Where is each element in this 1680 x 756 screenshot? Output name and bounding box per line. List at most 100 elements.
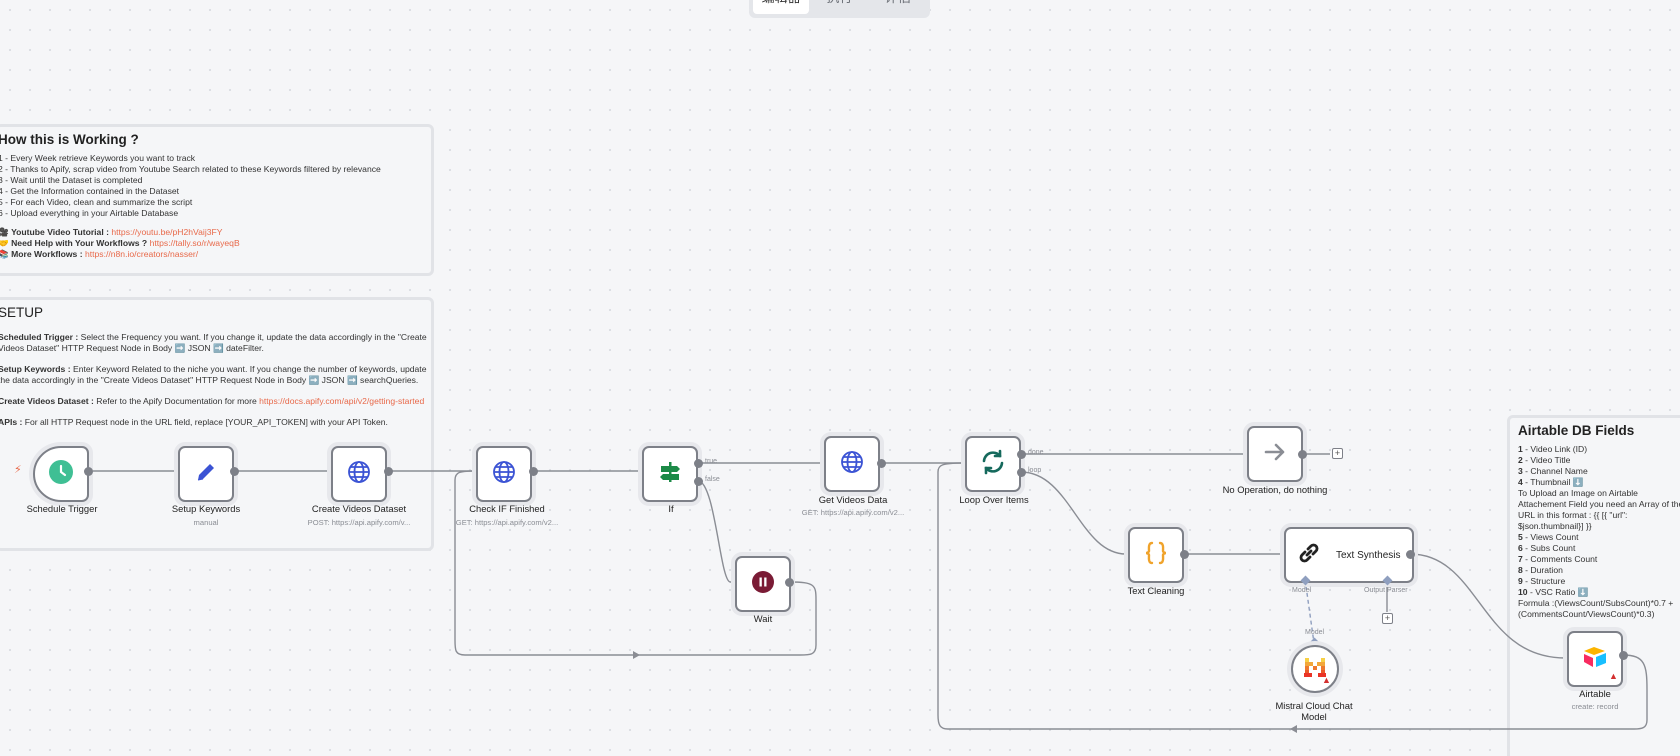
- node-label: Setup Keywords: [171, 503, 241, 514]
- trigger-bolt-icon: ⚡: [14, 464, 22, 476]
- chain-link-icon: [1296, 540, 1322, 571]
- node-subtitle: GET: https://api.apify.com/v2...: [801, 508, 905, 517]
- output-port-loop[interactable]: [1017, 468, 1026, 477]
- node-label: Wait: [753, 613, 773, 624]
- node-text-synthesis[interactable]: Text Synthesis: [1284, 527, 1414, 583]
- setup-trigger-para: Scheduled Trigger : Select the Frequency…: [0, 332, 427, 353]
- signpost-icon: [657, 459, 683, 490]
- node-setup-keywords[interactable]: [178, 446, 234, 502]
- note-title: How this is Working ?: [0, 132, 139, 147]
- node-get-videos-data[interactable]: [824, 436, 880, 492]
- add-parser-plus-icon[interactable]: +: [1382, 613, 1393, 624]
- output-port[interactable]: [1619, 651, 1628, 660]
- input-port[interactable]: [1280, 548, 1285, 560]
- node-title: Text Synthesis: [1336, 549, 1401, 561]
- input-port[interactable]: [327, 465, 332, 477]
- output-port[interactable]: [84, 467, 93, 476]
- output-port[interactable]: [1298, 450, 1307, 459]
- mistral-icon: [1304, 657, 1326, 682]
- add-node-plus-icon[interactable]: +: [1332, 448, 1343, 459]
- output-port[interactable]: [230, 467, 239, 476]
- node-subtitle: GET: https://api.apify.com/v2...: [455, 518, 559, 527]
- output-port-done[interactable]: [1017, 450, 1026, 459]
- node-subtitle: POST: https://api.apify.com/v...: [307, 518, 411, 527]
- node-loop-over-items[interactable]: [965, 436, 1021, 492]
- note-title: Airtable DB Fields: [1518, 423, 1635, 438]
- note-line: 1 - Every Week retrieve Keywords you wan…: [0, 153, 196, 163]
- connection: [697, 480, 733, 583]
- node-wait[interactable]: [735, 556, 791, 612]
- help-link[interactable]: https://tally.so/r/wayeqB: [149, 238, 240, 248]
- node-text-cleaning[interactable]: [1128, 527, 1184, 583]
- input-port[interactable]: [1563, 652, 1568, 664]
- output-port[interactable]: [785, 578, 794, 587]
- setup-apis-para: APIs : For all HTTP Request node in the …: [0, 417, 388, 427]
- node-label: Model: [1301, 711, 1327, 722]
- apify-docs-link[interactable]: https://docs.apify.com/api/v2/getting-st…: [259, 396, 425, 406]
- warning-icon: ▲: [1609, 671, 1618, 681]
- output-port[interactable]: [1180, 550, 1189, 559]
- port-label-model: Model: [1305, 629, 1325, 636]
- arrow-right-icon: [1262, 439, 1288, 470]
- input-port[interactable]: [638, 465, 643, 477]
- tab-executions[interactable]: 执行: [811, 0, 867, 14]
- node-label: Check IF Finished: [469, 503, 545, 514]
- view-tab-bar: 编辑器 执行 评估: [749, 0, 930, 18]
- note-line: 2 - Thanks to Apify, scrap video from Yo…: [0, 164, 381, 174]
- node-schedule-trigger[interactable]: [33, 446, 89, 502]
- sticky-note-setup[interactable]: SETUP Scheduled Trigger : Select the Fre…: [0, 297, 434, 551]
- node-label: Airtable: [1579, 688, 1611, 699]
- note-line: 4 - Get the Information contained in the…: [0, 186, 180, 196]
- note-line: 6 - Upload everything in your Airtable D…: [0, 208, 179, 218]
- node-label: Create Videos Dataset: [311, 503, 407, 514]
- note-title: SETUP: [0, 305, 44, 320]
- globe-icon: [491, 459, 517, 490]
- node-subtitle: manual: [193, 518, 219, 527]
- node-check-if-finished[interactable]: [476, 446, 532, 502]
- warning-icon: ▲: [1322, 675, 1331, 685]
- input-port[interactable]: [472, 465, 477, 477]
- pause-icon: [751, 570, 775, 599]
- input-port[interactable]: [174, 465, 179, 477]
- help-line: 🤝 Need Help with Your Workflows ? https:…: [0, 238, 240, 248]
- node-airtable[interactable]: ▲: [1567, 631, 1623, 687]
- output-port[interactable]: [877, 459, 886, 468]
- input-port[interactable]: [1124, 548, 1129, 560]
- port-label-loop: loop: [1028, 467, 1042, 474]
- node-if[interactable]: [642, 446, 698, 502]
- output-port-true[interactable]: [694, 459, 703, 468]
- airtable-icon: [1582, 645, 1608, 674]
- tab-evaluations[interactable]: 评估: [870, 0, 926, 14]
- setup-dataset-para: Create Videos Dataset : Refer to the Api…: [0, 396, 425, 406]
- tutorial-link[interactable]: https://youtu.be/pH2hVaij3FY: [111, 227, 223, 237]
- setup-keywords-para: Setup Keywords : Enter Keyword Related t…: [0, 364, 427, 385]
- clock-icon: [48, 459, 74, 490]
- input-port[interactable]: [961, 457, 966, 469]
- input-port[interactable]: [820, 457, 825, 469]
- sticky-note-how-it-works[interactable]: How this is Working ? 1 - Every Week ret…: [0, 124, 434, 276]
- input-port[interactable]: [1243, 448, 1248, 460]
- output-port[interactable]: [529, 467, 538, 476]
- node-mistral-cloud-chat-model[interactable]: ▲: [1291, 645, 1339, 693]
- note-line: 3 - Wait until the Dataset is completed: [0, 175, 143, 185]
- node-label: No Operation, do nothing: [1222, 484, 1328, 495]
- more-workflows-link[interactable]: https://n8n.io/creators/nasser/: [84, 249, 199, 259]
- output-port-false[interactable]: [694, 477, 703, 486]
- loop-icon: [979, 448, 1007, 481]
- node-subtitle: create: record: [1571, 702, 1619, 711]
- input-port[interactable]: [731, 576, 736, 588]
- output-port[interactable]: [1406, 550, 1415, 559]
- note-line: 5 - For each Video, clean and summarize …: [0, 197, 193, 207]
- globe-icon: [346, 459, 372, 490]
- node-label: Loop Over Items: [959, 494, 1029, 505]
- more-line: 📚 More Workflows : https://n8n.io/creato…: [0, 249, 199, 259]
- node-create-videos-dataset[interactable]: [331, 446, 387, 502]
- tab-editor[interactable]: 编辑器: [753, 0, 810, 14]
- connection-arrow: [1290, 725, 1297, 733]
- node-label: Schedule Trigger: [26, 503, 98, 514]
- tutorial-line: 🎥 Youtube Video Tutorial : https://youtu…: [0, 227, 223, 237]
- node-label: Get Videos Data: [818, 494, 888, 505]
- node-label: Mistral Cloud Chat: [1275, 700, 1353, 711]
- output-port[interactable]: [384, 467, 393, 476]
- node-no-operation[interactable]: [1247, 426, 1303, 482]
